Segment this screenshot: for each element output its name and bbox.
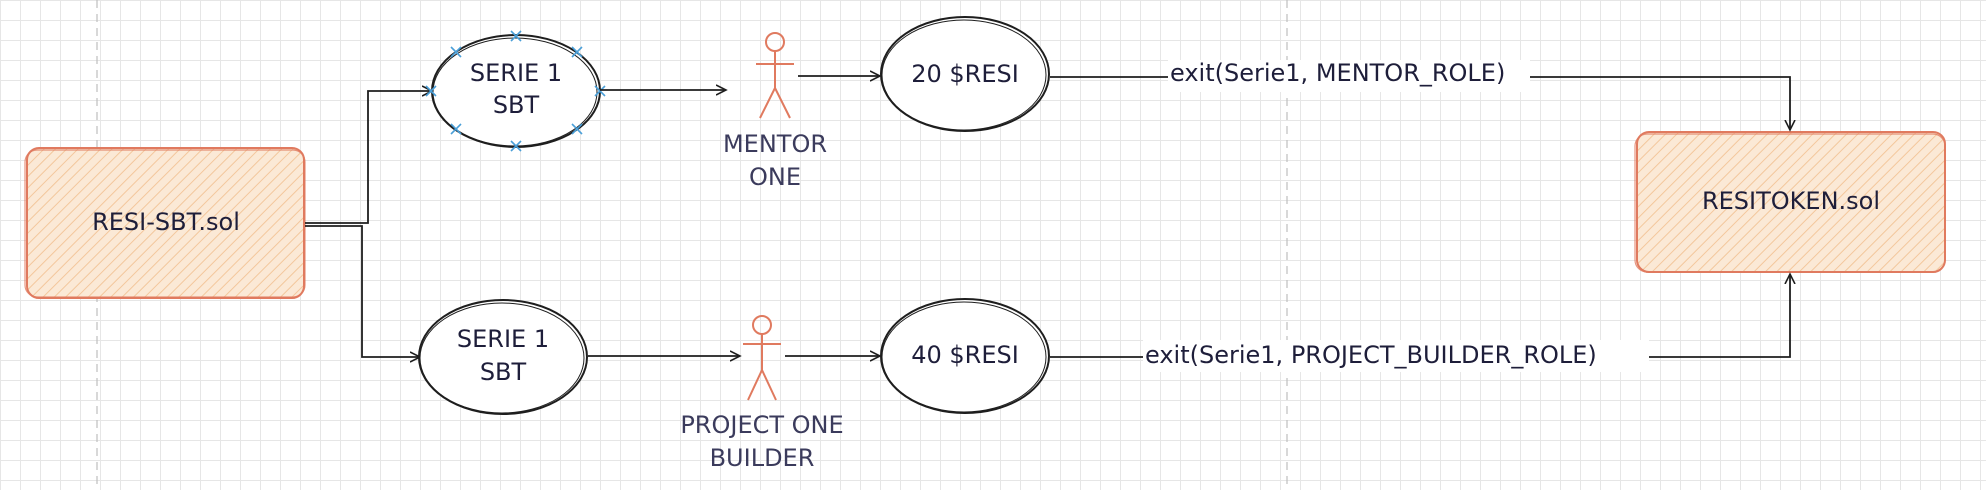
serie-bottom-line2: SBT	[480, 358, 527, 386]
amount-bottom-label: 40 $RESI	[911, 341, 1019, 369]
builder-label-line2: BUILDER	[710, 444, 815, 472]
mentor-label-line2: ONE	[749, 163, 801, 191]
builder-label-line1: PROJECT ONE	[680, 411, 843, 439]
serie-top-line1: SERIE 1	[470, 59, 562, 87]
edge-resi-to-serie-bottom	[305, 225, 420, 357]
exit-builder-label: exit(Serie1, PROJECT_BUILDER_ROLE)	[1145, 341, 1597, 369]
serie-bottom-node[interactable]: SERIE 1 SBT	[418, 299, 588, 415]
exit-mentor-label: exit(Serie1, MENTOR_ROLE)	[1170, 59, 1505, 87]
mentor-label-line1: MENTOR	[723, 130, 827, 158]
mentor-actor-icon[interactable]	[756, 32, 794, 119]
resi-sbt-label: RESI-SBT.sol	[92, 208, 240, 236]
resi-sbt-node[interactable]: RESI-SBT.sol	[24, 147, 306, 299]
resitoken-label: RESITOKEN.sol	[1702, 187, 1880, 215]
serie-bottom-line1: SERIE 1	[457, 325, 549, 353]
serie-top-line2: SBT	[493, 91, 540, 119]
builder-actor-icon[interactable]	[743, 315, 781, 401]
serie-top-node[interactable]: SERIE 1 SBT	[425, 30, 606, 152]
edge-resi-to-serie-top	[305, 91, 432, 224]
amount-top-label: 20 $RESI	[911, 60, 1019, 88]
resitoken-node[interactable]: RESITOKEN.sol	[1634, 131, 1946, 273]
amount-top-node[interactable]: 20 $RESI	[880, 16, 1050, 132]
amount-bottom-node[interactable]: 40 $RESI	[880, 298, 1050, 414]
selection-handles[interactable]	[425, 30, 606, 152]
